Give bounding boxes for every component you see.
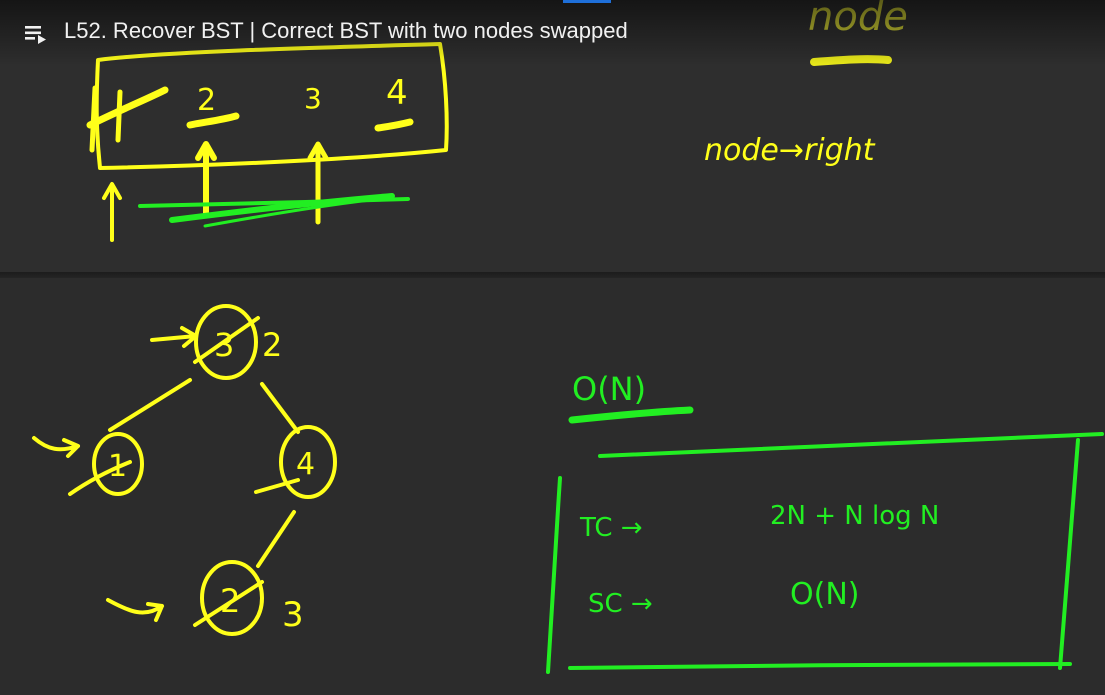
title-overlay bbox=[0, 0, 1105, 66]
panel-divider bbox=[0, 272, 1105, 278]
video-title[interactable]: L52. Recover BST | Correct BST with two … bbox=[64, 18, 628, 43]
playlist-icon bbox=[25, 26, 46, 44]
playlist-button[interactable] bbox=[22, 20, 50, 48]
whiteboard-bottom-panel bbox=[0, 278, 1105, 695]
progress-indicator bbox=[563, 0, 611, 3]
